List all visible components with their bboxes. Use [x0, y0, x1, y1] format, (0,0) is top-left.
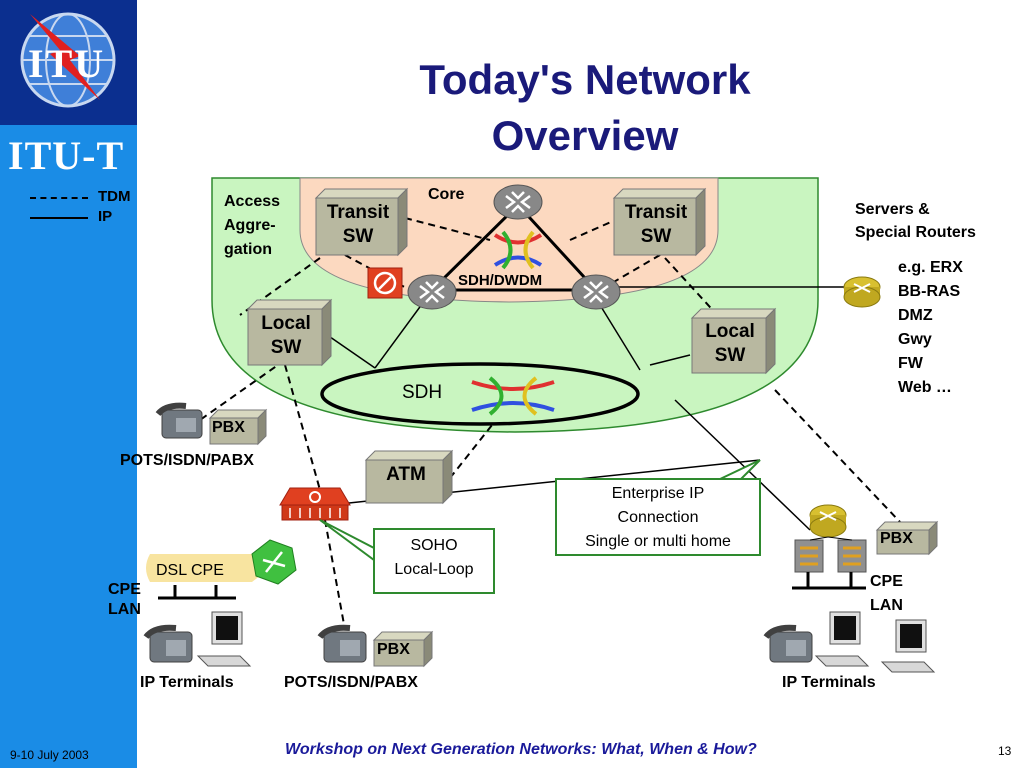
phone-icon-bottom-right: [763, 624, 813, 663]
page-title: Today's Network Overview: [330, 52, 840, 164]
sdh-ring: [320, 362, 640, 426]
local-sw-right-label: Local SW: [705, 321, 755, 366]
enterprise-router-icon: [809, 504, 847, 538]
atm-label: ATM: [386, 464, 426, 485]
sidebar: [0, 0, 137, 768]
lan-bus-left: [158, 585, 236, 600]
page-number: 13: [998, 744, 1012, 758]
pots-bottom-label: POTS/ISDN/PABX: [284, 674, 418, 691]
local-sw-left-box: [246, 298, 333, 367]
footer-workshop: Workshop on Next Generation Networks: Wh…: [285, 741, 757, 758]
ip-legend-label: IP: [98, 208, 113, 225]
soho-callout: SOHO Local-Loop: [373, 528, 495, 594]
core-router-left: [407, 274, 457, 310]
tdm-legend-line: [30, 197, 88, 199]
core-router-right: [571, 274, 621, 310]
transit-sw-left-label: Transit SW: [326, 202, 390, 247]
org-name: ITU-T: [8, 133, 125, 178]
ip-legend-line: [30, 217, 88, 219]
tdm-legend-label: TDM: [98, 188, 131, 205]
phone-icon-left: [155, 402, 203, 439]
servers-label: Servers & Special Routers: [855, 201, 976, 241]
access-node-icon: [279, 487, 351, 521]
core-triangle: [430, 203, 598, 292]
dwdm-cross-icon: [493, 230, 543, 270]
pbx-right-label: PBX: [880, 530, 913, 547]
local-sw-left-label: Local SW: [261, 313, 311, 358]
soho-pointer: [319, 519, 375, 562]
title-line-1: Today's Network: [419, 56, 751, 103]
transit-sw-right-box: [612, 187, 707, 257]
transit-sw-left-box: [314, 187, 409, 257]
footer-date: 9-10 July 2003: [10, 748, 89, 762]
lan-bus-right: [792, 572, 866, 590]
server-router-icon: [843, 276, 881, 308]
computer-icon-right-1: [814, 611, 870, 667]
pbx-bottom-label: PBX: [377, 641, 410, 658]
cpe-lan-right-label: CPE LAN: [870, 573, 903, 614]
dsl-cpe-router-icon: [251, 539, 297, 585]
phone-icon-bottom-middle: [317, 624, 367, 663]
sdh-dwdm-label: SDH/DWDM: [458, 272, 543, 289]
pots-left-label: POTS/ISDN/PABX: [120, 452, 254, 469]
computer-icon-left: [196, 611, 252, 667]
core-label: Core: [428, 186, 465, 203]
tdm-links: [199, 217, 901, 631]
sdh-cross-icon: [471, 376, 555, 416]
enterprise-callout: Enterprise IP Connection Single or multi…: [555, 478, 761, 556]
dsl-cpe-band: [146, 554, 270, 582]
cpe-lan-left-label: CPE LAN: [108, 581, 141, 618]
sdh-label: SDH: [402, 382, 443, 403]
pbx-right-box: [875, 520, 939, 556]
enterprise-switch-icons: [794, 536, 867, 573]
itu-logo: ITU: [0, 0, 137, 125]
title-line-2: Overview: [491, 112, 679, 159]
atm-box: [364, 449, 454, 505]
server-list: e.g. ERX BB-RAS DMZ Gwy FW Web …: [898, 259, 963, 396]
pbx-bottom-box: [372, 630, 434, 668]
computer-icon-right-2: [880, 619, 936, 673]
ip-terminals-left-label: IP Terminals: [140, 674, 234, 691]
pbx-left-box: [208, 408, 268, 446]
transit-sw-right-label: Transit SW: [624, 202, 688, 247]
core-router-top: [493, 184, 543, 220]
pbx-left-label: PBX: [212, 419, 245, 436]
local-sw-right-box: [690, 307, 777, 375]
dsl-cpe-label: DSL CPE: [156, 562, 224, 579]
ip-terminals-right-label: IP Terminals: [782, 674, 876, 691]
phone-icon-bottom-left: [143, 624, 193, 663]
access-aggregation-label: Access Aggre- gation: [224, 193, 281, 258]
logo-text: ITU: [28, 41, 106, 86]
gateway-icon: [367, 267, 403, 299]
globe-icon: [20, 12, 116, 108]
